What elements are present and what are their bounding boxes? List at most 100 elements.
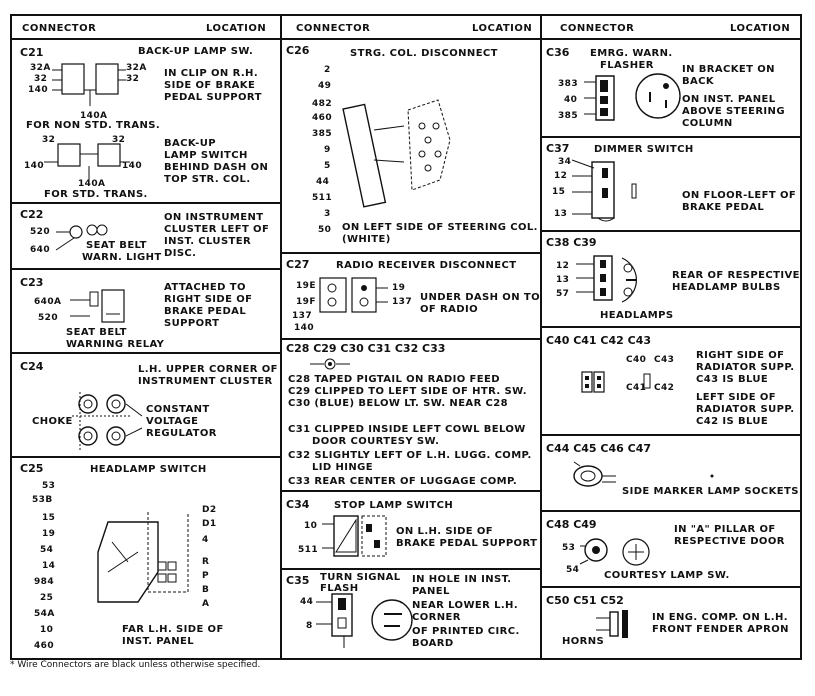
pin-label: 32: [126, 74, 140, 84]
connector-label: C40: [626, 355, 647, 365]
column-header-1: CONNECTOR LOCATION: [12, 16, 280, 40]
pin-label: 640A: [34, 297, 62, 307]
stop-lamp-switch-diagram: [322, 515, 387, 557]
location-text: LAMP SWITCH: [164, 150, 248, 161]
pin-label: B: [202, 585, 210, 595]
backup-switch-std-diagram: [44, 143, 130, 180]
pin-label: 32A: [30, 63, 51, 73]
cell-c34: C34 STOP LAMP SWITCH 10 511 ON L.H. SIDE…: [282, 492, 540, 570]
pin-label: 460: [34, 641, 54, 651]
pin-label: 54: [40, 545, 54, 555]
location-text: BRAKE PEDAL: [164, 306, 247, 317]
connector-id: C25: [20, 462, 44, 475]
pin-label: 140: [294, 323, 314, 333]
pin-label: 385: [312, 129, 332, 139]
pin-label: 9: [324, 145, 331, 155]
pin-label: 53: [562, 543, 576, 553]
location-text: TOP STR. COL.: [164, 174, 251, 185]
note-line: C29 CLIPPED TO LEFT SIDE OF HTR. SW.: [288, 386, 527, 397]
connector-title: TURN SIGNAL: [320, 572, 401, 583]
cell-c22: C22 520 640 SEAT BELT WARN. LIGHT ON INS…: [12, 204, 280, 270]
pin-label: 19E: [296, 281, 316, 291]
pin-label: 140A: [80, 111, 108, 121]
note-text: FOR STD. TRANS.: [44, 189, 148, 200]
cell-c40-c43: C40 C41 C42 C43 C40 C43 C41 C42 RIGHT SI…: [542, 328, 800, 436]
pin-label: 984: [34, 577, 54, 587]
footnote: * Wire Connectors are black unless other…: [10, 660, 261, 670]
radiator-support-connector-diagram: [581, 371, 605, 393]
location-text: ON INSTRUMENT: [164, 212, 264, 223]
location-text: SIDE OF BRAKE: [164, 80, 256, 91]
pin-label: 53B: [32, 495, 53, 505]
pin-label: 140A: [78, 179, 106, 189]
caption-text: WARN. LIGHT: [82, 252, 162, 263]
location-text: OF PRINTED CIRC.: [412, 626, 520, 637]
column-divider: [280, 16, 282, 658]
pin-label: 4: [202, 535, 209, 545]
connector-title: L.H. UPPER CORNER OF: [138, 364, 278, 375]
connector-id: C34: [286, 498, 310, 511]
location-text: INST. CLUSTER: [164, 236, 252, 247]
pin-label: 32: [112, 135, 126, 145]
pin-label: 50: [318, 225, 332, 235]
pin-label: 8: [306, 621, 313, 631]
location-text: ON INST. PANEL: [682, 94, 776, 105]
pin-label: 482: [312, 99, 332, 109]
location-text: REAR OF RESPECTIVE: [672, 270, 800, 281]
location-text: COLUMN: [682, 118, 733, 129]
connector-id: C23: [20, 276, 44, 289]
connector-title: STRG. COL. DISCONNECT: [350, 48, 498, 59]
location-text: ON L.H. SIDE OF: [396, 526, 494, 537]
pin-label: 32: [42, 135, 56, 145]
pin-label: 12: [556, 261, 570, 271]
pin-label: D1: [202, 519, 217, 529]
pin-label: 137: [292, 311, 312, 321]
location-text: RADIATOR SUPP.: [696, 404, 795, 415]
caption-text: REGULATOR: [146, 428, 217, 439]
header-location: LOCATION: [206, 23, 267, 34]
pin-label: 15: [42, 513, 56, 523]
note-line: C31 CLIPPED INSIDE LEFT COWL BELOW: [288, 424, 526, 435]
location-text: FAR L.H. SIDE OF: [122, 624, 224, 635]
pin-label: 25: [40, 593, 54, 603]
choke-regulator-diagram: [72, 392, 143, 452]
header-connector: CONNECTOR: [560, 23, 635, 34]
note-line: C28 TAPED PIGTAIL ON RADIO FEED: [288, 374, 500, 385]
connector-label: C43: [654, 355, 675, 365]
pin-label: 49: [318, 81, 332, 91]
location-text: BRAKE PEDAL: [682, 202, 765, 213]
caption-text: VOLTAGE: [146, 416, 199, 427]
connector-title: FLASHER: [600, 60, 654, 71]
pin-label: P: [202, 571, 209, 581]
location-text: NEAR LOWER L.H.: [412, 600, 519, 611]
location-text: ON FLOOR-LEFT OF: [682, 190, 797, 201]
pin-label: 44: [300, 597, 314, 607]
cell-c44-c47: C44 C45 C46 C47 SIDE MARKER LAMP SOCKETS: [542, 436, 800, 512]
location-text: C42 IS BLUE: [696, 416, 769, 427]
pin-label: 640: [30, 245, 50, 255]
pin-label: 14: [42, 561, 56, 571]
connector-id: C48 C49: [546, 518, 597, 531]
headlamp-connector-diagram: [576, 255, 638, 303]
connector-title: BACK-UP LAMP SW.: [138, 46, 254, 57]
location-text: IN BRACKET ON: [682, 64, 775, 75]
connector-title: INSTRUMENT CLUSTER: [138, 376, 273, 387]
location-text: CORNER: [412, 612, 461, 623]
connector-title: STOP LAMP SWITCH: [334, 500, 454, 511]
pin-label: 140: [122, 161, 142, 171]
headlamp-switch-diagram: [97, 512, 189, 603]
location-text: IN CLIP ON R.H.: [164, 68, 259, 79]
pin-label: 40: [564, 95, 578, 105]
connector-id: C44 C45 C46 C47: [546, 442, 652, 455]
courtesy-lamp-switch-diagram: [579, 538, 650, 566]
note-line: C33 REAR CENTER OF LUGGAGE COMP.: [288, 476, 518, 487]
caption-text: HORNS: [562, 636, 605, 647]
caption-text: COURTESY LAMP SW.: [604, 570, 730, 581]
location-text: (WHITE): [342, 234, 391, 245]
side-marker-socket-icon: [573, 461, 616, 487]
cell-c27: C27 RADIO RECEIVER DISCONNECT 19E 19F 13…: [282, 254, 540, 340]
connector-id: C22: [20, 208, 44, 221]
header-location: LOCATION: [472, 23, 533, 34]
location-text: BACK-UP: [164, 138, 216, 149]
dot-marker-icon: [710, 474, 714, 478]
